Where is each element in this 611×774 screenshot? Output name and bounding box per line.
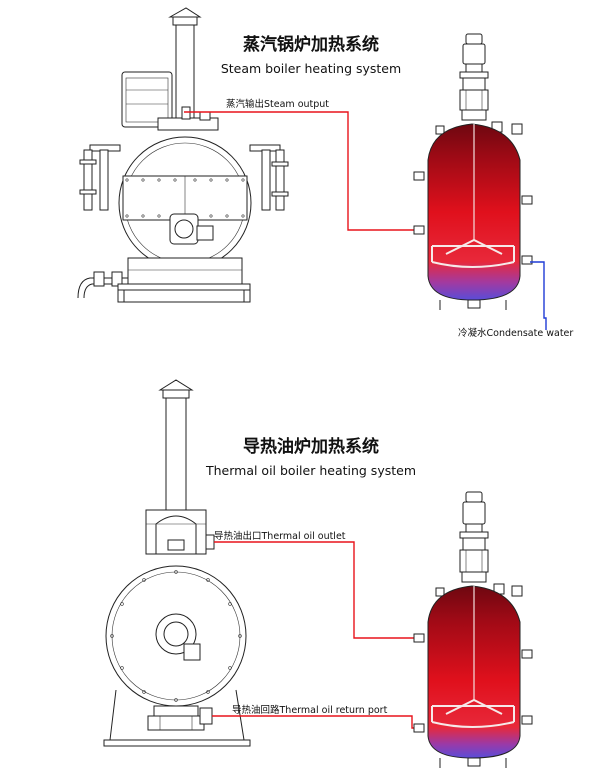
condensate-pipe xyxy=(530,261,547,330)
reactor-vessel-oil xyxy=(413,491,533,768)
reactor-vessel-steam xyxy=(413,33,533,310)
steam-output-pipe xyxy=(184,111,418,231)
steam-system: 蒸汽锅炉加热系统 Steam boiler heating system xyxy=(77,7,573,339)
oil-return-pipe xyxy=(212,715,420,729)
oil-boiler-illustration xyxy=(103,379,251,747)
oil-outlet-label: 导热油出口Thermal oil outlet xyxy=(214,530,346,542)
steam-title-cn: 蒸汽锅炉加热系统 xyxy=(243,34,379,55)
condensate-label: 冷凝水Condensate water xyxy=(458,327,573,339)
oil-outlet-pipe xyxy=(214,541,418,639)
oil-return-label: 导热油回路Thermal oil return port xyxy=(232,704,388,716)
oil-title-en: Thermal oil boiler heating system xyxy=(205,463,416,478)
oil-system: 导热油炉加热系统 Thermal oil boiler heating syst… xyxy=(103,379,533,768)
steam-title-en: Steam boiler heating system xyxy=(221,61,401,76)
steam-output-label: 蒸汽输出Steam output xyxy=(226,98,329,110)
steam-boiler-illustration xyxy=(77,7,289,303)
oil-title-cn: 导热油炉加热系统 xyxy=(243,436,379,457)
